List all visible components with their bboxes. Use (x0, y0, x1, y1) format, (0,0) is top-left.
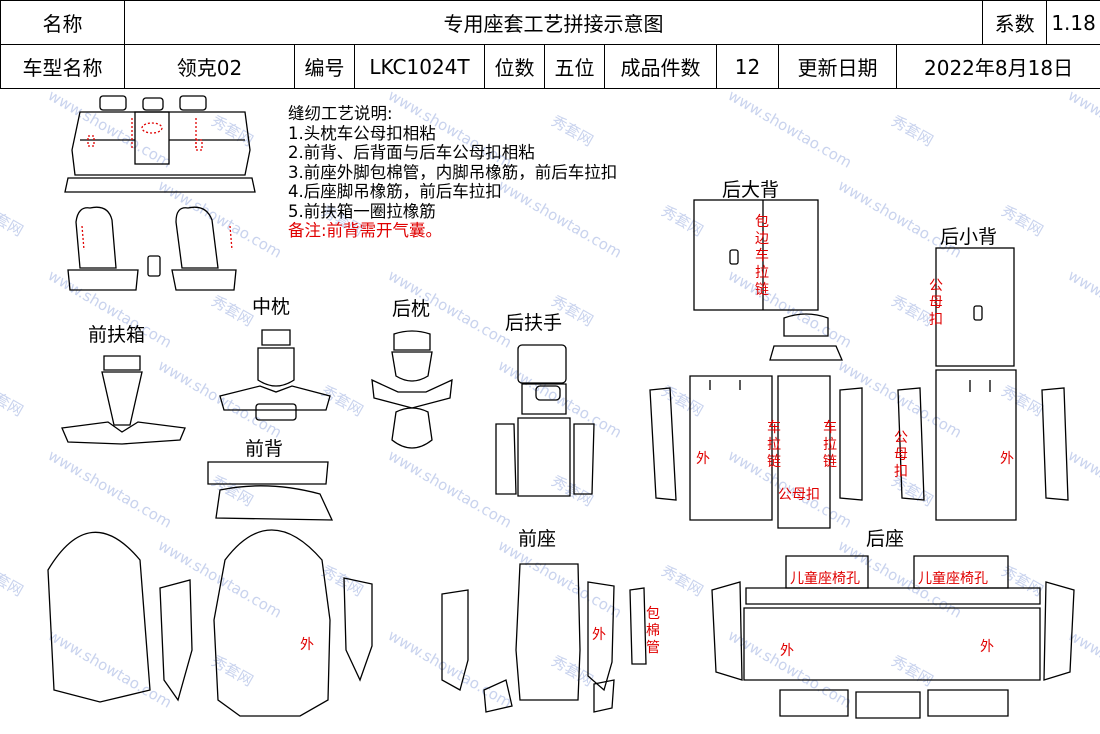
sheet-title: 专用座套工艺拼接示意图 (123, 0, 984, 45)
mark-outer-front-back: 外 (300, 637, 314, 653)
front-armrest-pattern (61, 355, 186, 445)
code-value: LKC1024T (354, 44, 485, 89)
mark-zipper-right: 车拉链 (823, 420, 837, 470)
note-item: 5.前扶箱一圈拉橡筋 (288, 201, 436, 221)
mark-outer-rear-seat-right: 外 (980, 639, 994, 655)
middle-headrest-pattern (219, 329, 331, 421)
label-middle-headrest: 中枕 (252, 296, 291, 318)
note-item: 4.后座脚吊橡筋，前后车拉扣 (288, 182, 502, 201)
label-rear-big-back: 后大背 (722, 179, 780, 201)
mark-outer-small-back: 外 (1000, 451, 1014, 467)
mark-child-seat-hole-right: 儿童座椅孔 (918, 571, 988, 587)
seats-value: 五位 (544, 44, 605, 89)
date-value: 2022年8月18日 (895, 44, 1100, 89)
label-front-back: 前背 (245, 438, 284, 460)
note-item: 3.前座外脚包棉管，内脚吊橡筋，前后车拉扣 (288, 162, 618, 182)
mark-outer-rear-seat-left: 外 (780, 643, 794, 659)
notes-remark: 备注:前背需开气囊。 (288, 221, 443, 240)
model-label: 车型名称 (0, 44, 125, 89)
sewing-notes: 缝纫工艺说明: 1.头枕车公母扣相粘 2.前背、后背面与后车公母扣相粘 3.前座… (288, 104, 617, 241)
coefficient-label: 系数 (982, 0, 1048, 45)
rear-headrest-pattern (371, 330, 453, 449)
rear-big-back-pattern (649, 199, 863, 529)
overview-rear-bench (64, 95, 256, 193)
model-value: 领克02 (124, 44, 295, 89)
front-back-pattern (47, 461, 373, 717)
rear-armrest-pattern (495, 344, 595, 497)
label-rear-armrest: 后扶手 (505, 312, 563, 334)
mark-child-seat-hole-left: 儿童座椅孔 (790, 571, 860, 587)
mark-snap-button-bottom: 公母扣 (778, 487, 820, 503)
note-item: 2.前背、后背面与后车公母扣相粘 (288, 143, 535, 162)
mark-wrap-cotton: 包棉管 (646, 606, 660, 656)
mark-outer-big-back: 外 (696, 451, 710, 467)
label-front-armrest: 前扶箱 (88, 324, 146, 346)
rear-small-back-pattern (897, 247, 1069, 521)
mark-zipper-left: 车拉链 (767, 420, 781, 470)
seats-label: 位数 (484, 44, 545, 89)
date-label: 更新日期 (778, 44, 897, 89)
mark-snap-button-side: 公母扣 (894, 430, 908, 480)
note-item: 1.头枕车公母扣相粘 (288, 123, 436, 143)
overview-front-seats (67, 206, 237, 291)
header-table: 名称 专用座套工艺拼接示意图 系数 1.18 车型名称 领克02 编号 LKC1… (0, 0, 1100, 89)
mark-outer-front-seat: 外 (592, 627, 606, 643)
rear-seat-pattern (711, 555, 1075, 719)
label-front-seat: 前座 (518, 528, 557, 550)
mark-snap-button-small-back: 公母扣 (929, 278, 943, 328)
mark-wrap-zipper: 包边车拉链 (755, 214, 769, 298)
code-label: 编号 (294, 44, 355, 89)
notes-title: 缝纫工艺说明: (288, 104, 393, 123)
label-rear-small-back: 后小背 (940, 226, 998, 248)
name-label: 名称 (0, 0, 125, 45)
label-rear-headrest: 后枕 (392, 298, 431, 320)
front-seat-pattern (441, 563, 647, 713)
count-value: 12 (716, 44, 779, 89)
label-rear-seat: 后座 (866, 528, 905, 550)
count-label: 成品件数 (604, 44, 717, 89)
